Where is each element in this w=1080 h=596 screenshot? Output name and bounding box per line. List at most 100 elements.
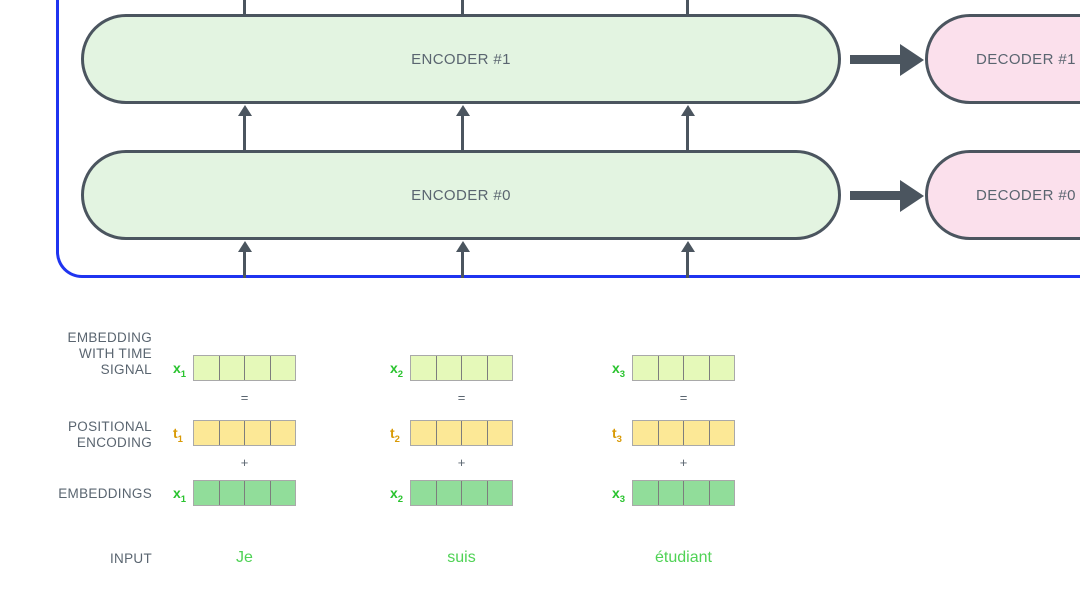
vector-cell: [220, 481, 245, 505]
operator-equals-1: =: [240, 390, 249, 405]
encoder1-input-line-2: [461, 0, 464, 14]
decoder-block-0[interactable]: DECODER #0: [925, 150, 1080, 240]
arrow-encoder1-to-decoder1: [850, 55, 902, 64]
arrow-encoder0-to-decoder0: [850, 191, 902, 200]
tag-index: 2: [397, 368, 404, 380]
arrow-embeddings-to-encoder0-1: [243, 250, 246, 278]
arrow-encoder0-to-encoder1-2: [461, 114, 464, 150]
vector-cell: [271, 356, 296, 380]
tag-index: 2: [394, 433, 400, 445]
vector-cell: [437, 356, 462, 380]
vector-cell: [710, 421, 735, 445]
tag-index: 3: [616, 433, 622, 445]
decoder-1-label: DECODER #1: [976, 50, 1076, 68]
vector-cell: [245, 356, 271, 380]
encoder-block-0[interactable]: ENCODER #0: [81, 150, 841, 240]
tag-index: 1: [180, 368, 187, 380]
tag-index: 1: [177, 433, 183, 445]
tag-embeddings-3: x3: [612, 485, 625, 505]
vector-embeddings-3[interactable]: [632, 480, 735, 506]
tag-letter: x: [612, 360, 620, 376]
arrow-embeddings-to-encoder0-3: [686, 250, 689, 278]
input-token-2: suis: [447, 549, 476, 566]
vector-cell: [633, 421, 659, 445]
vector-cell: [684, 481, 710, 505]
vector-embeddings-1[interactable]: [193, 480, 296, 506]
label-embeddings: EMBEDDINGS: [58, 486, 152, 501]
vector-embedding-with-time-signal-2[interactable]: [410, 355, 513, 381]
vector-cell: [488, 356, 513, 380]
encoder1-input-line-1: [243, 0, 246, 14]
label-embedding-with-time-signal: EMBEDDING WITH TIME SIGNAL: [67, 330, 152, 377]
vector-cell: [220, 356, 245, 380]
tag-embedding-with-time-signal-2: x2: [390, 360, 403, 380]
vector-cell: [462, 481, 488, 505]
input-token-1: Je: [236, 549, 253, 566]
vector-cell: [194, 421, 220, 445]
vector-cell: [633, 481, 659, 505]
vector-cell: [245, 421, 271, 445]
vector-cell: [659, 356, 684, 380]
vector-cell: [271, 481, 296, 505]
arrow-embeddings-to-encoder0-2: [461, 250, 464, 278]
operator-equals-3: =: [679, 390, 688, 405]
tag-embedding-with-time-signal-1: x1: [173, 360, 186, 380]
encoder-0-label: ENCODER #0: [411, 186, 511, 204]
tag-index: 3: [619, 493, 626, 505]
vector-cell: [245, 481, 271, 505]
vector-embeddings-2[interactable]: [410, 480, 513, 506]
tag-positional-encoding-2: t2: [390, 425, 400, 445]
vector-cell: [488, 481, 513, 505]
operator-plus-2: +: [457, 455, 466, 470]
vector-cell: [411, 356, 437, 380]
tag-embedding-with-time-signal-3: x3: [612, 360, 625, 380]
operator-plus-1: +: [240, 455, 249, 470]
tag-letter: x: [612, 485, 620, 501]
tag-positional-encoding-1: t1: [173, 425, 183, 445]
tag-embeddings-2: x2: [390, 485, 403, 505]
vector-cell: [437, 481, 462, 505]
vector-cell: [710, 481, 735, 505]
label-input: INPUT: [110, 551, 152, 566]
vector-cell: [411, 481, 437, 505]
tag-letter: t: [390, 425, 395, 441]
vector-embedding-with-time-signal-3[interactable]: [632, 355, 735, 381]
vector-cell: [684, 356, 710, 380]
vector-positional-encoding-3[interactable]: [632, 420, 735, 446]
operator-equals-2: =: [457, 390, 466, 405]
vector-cell: [633, 356, 659, 380]
tag-letter: x: [390, 360, 398, 376]
tag-index: 1: [180, 493, 187, 505]
tag-letter: t: [173, 425, 178, 441]
tag-index: 3: [619, 368, 626, 380]
vector-cell: [194, 481, 220, 505]
encoder1-input-line-3: [686, 0, 689, 14]
tag-positional-encoding-3: t3: [612, 425, 622, 445]
vector-embedding-with-time-signal-1[interactable]: [193, 355, 296, 381]
arrow-encoder0-to-encoder1-3: [686, 114, 689, 150]
vector-cell: [462, 356, 488, 380]
vector-cell: [710, 356, 735, 380]
vector-cell: [271, 421, 296, 445]
decoder-block-1[interactable]: DECODER #1: [925, 14, 1080, 104]
tag-letter: t: [612, 425, 617, 441]
vector-cell: [437, 421, 462, 445]
decoder-0-label: DECODER #0: [976, 186, 1076, 204]
vector-cell: [194, 356, 220, 380]
encoder-1-label: ENCODER #1: [411, 50, 511, 68]
vector-cell: [220, 421, 245, 445]
arrow-encoder0-to-encoder1-1: [243, 114, 246, 150]
tag-index: 2: [397, 493, 404, 505]
tag-letter: x: [390, 485, 398, 501]
vector-positional-encoding-1[interactable]: [193, 420, 296, 446]
encoder-block-1[interactable]: ENCODER #1: [81, 14, 841, 104]
vector-cell: [659, 481, 684, 505]
vector-positional-encoding-2[interactable]: [410, 420, 513, 446]
vector-cell: [462, 421, 488, 445]
vector-cell: [411, 421, 437, 445]
tag-embeddings-1: x1: [173, 485, 186, 505]
vector-cell: [488, 421, 513, 445]
label-positional-encoding: POSITIONAL ENCODING: [67, 419, 152, 450]
tag-letter: x: [173, 485, 181, 501]
